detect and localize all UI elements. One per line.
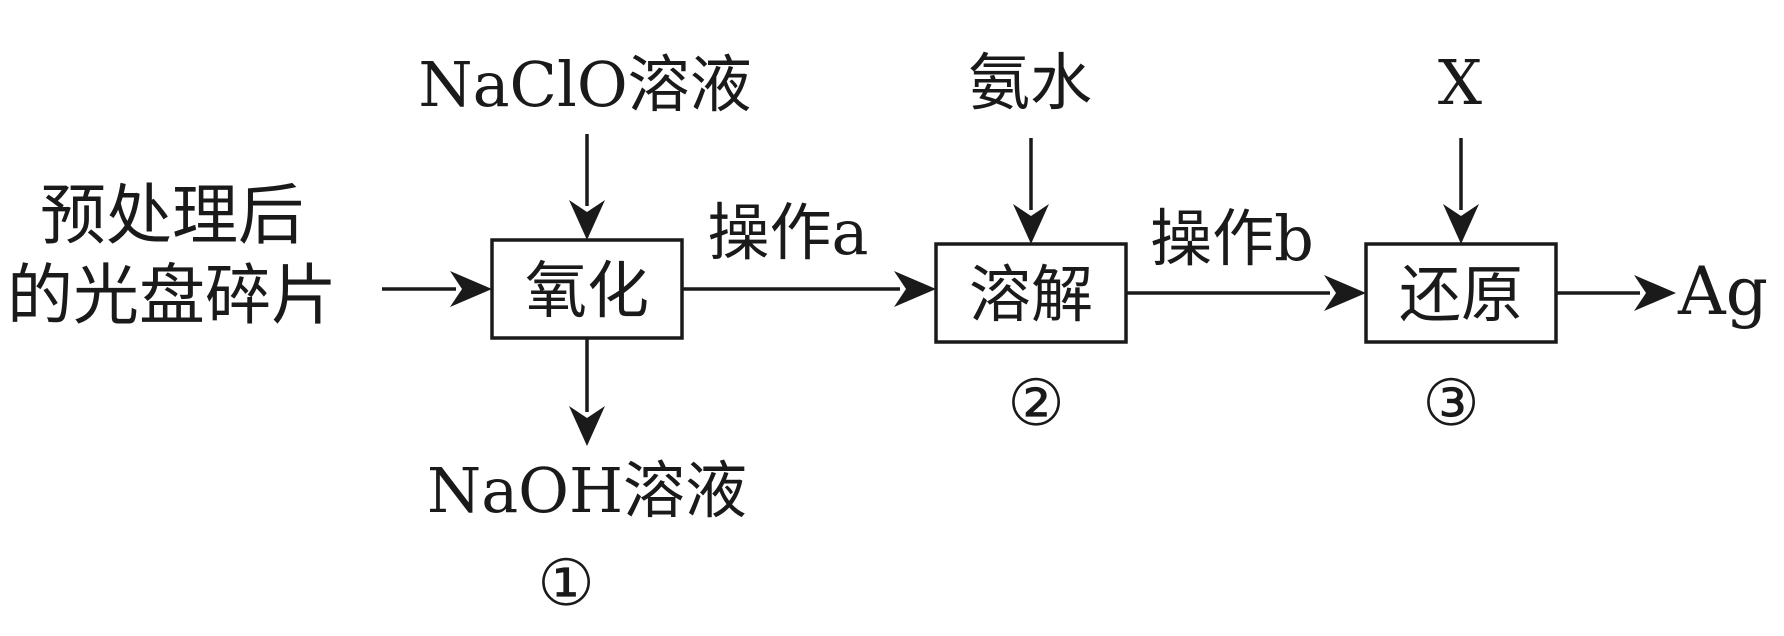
arrow-reduction-to-product <box>1556 275 1676 311</box>
reagent-naclo-label: NaClO溶液 <box>418 48 751 121</box>
arrow-oxidation-to-naoh <box>569 338 605 446</box>
step-marker-1: ① <box>537 547 594 621</box>
arrow-ammonia-into-dissolution <box>1013 138 1049 244</box>
step-oxidation-label: 氧化 <box>525 254 649 327</box>
feed-label-line1: 预处理后 <box>40 177 304 254</box>
reagent-ammonia-label: 氨水 <box>968 46 1092 119</box>
operation-a-label: 操作a <box>708 196 869 269</box>
arrow-dissolution-to-reduction <box>1126 275 1366 311</box>
byproduct-naoh-label: NaOH溶液 <box>427 454 747 527</box>
step-dissolution-label: 溶解 <box>969 258 1093 331</box>
step-dissolution-box <box>934 242 1128 344</box>
arrow-naclo-into-oxidation <box>569 134 605 240</box>
arrow-x-into-reduction <box>1443 138 1479 244</box>
arrow-oxidation-to-dissolution <box>682 271 936 307</box>
step-reduction-label: 还原 <box>1399 258 1523 331</box>
step-marker-2: ② <box>1007 367 1064 441</box>
reagent-x-label: X <box>1438 46 1482 119</box>
step-marker-3: ③ <box>1422 367 1479 441</box>
arrow-feed-to-oxidation <box>382 271 492 307</box>
product-ag-label: Ag <box>1677 253 1768 330</box>
operation-b-label: 操作b <box>1150 202 1314 275</box>
feed-label-line2: 的光盘碎片 <box>7 257 337 334</box>
